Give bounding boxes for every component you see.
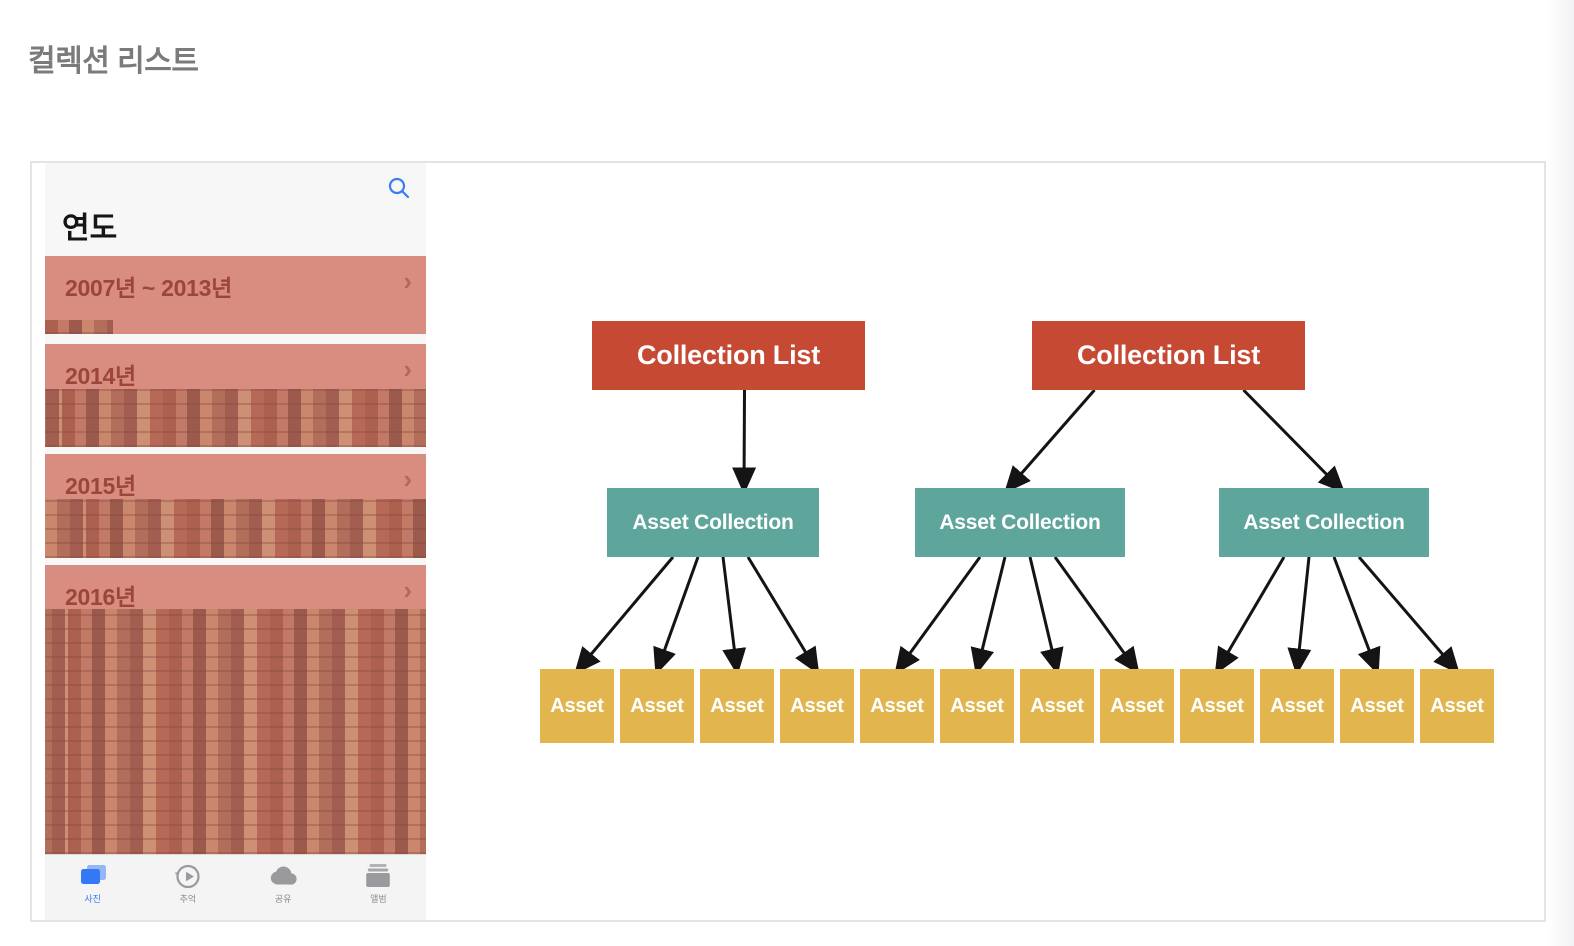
- memories-icon: [174, 862, 202, 890]
- asset-node: Asset: [1260, 669, 1334, 743]
- diagram-arrow: [721, 556, 747, 676]
- collection-list-node: Collection List: [1032, 321, 1305, 390]
- shared-cloud-icon: [266, 862, 300, 890]
- year-row-2016[interactable]: 2016년 ›: [45, 565, 426, 854]
- chevron-right-icon: ›: [403, 575, 412, 605]
- tab-bar: 사진 추억: [45, 854, 426, 920]
- year-row-2015[interactable]: 2015년 ›: [45, 454, 426, 558]
- diagram-arrow: [1214, 556, 1286, 675]
- chevron-right-icon: ›: [403, 354, 412, 384]
- asset-collection-node: Asset Collection: [607, 488, 819, 557]
- albums-icon: [364, 862, 392, 890]
- tab-shared[interactable]: 공유: [236, 855, 331, 920]
- asset-node: Asset: [860, 669, 934, 743]
- tab-photos[interactable]: 사진: [45, 855, 140, 920]
- chevron-right-icon: ›: [403, 266, 412, 296]
- tab-label: 앨범: [370, 894, 387, 904]
- asset-node: Asset: [700, 669, 774, 743]
- phone-screenshot: 연도 2007년 ~ 2013년 › 2014년 › 2015년 › 2016년…: [45, 163, 426, 920]
- tab-label: 추억: [179, 894, 197, 904]
- asset-node: Asset: [1180, 669, 1254, 743]
- tab-albums[interactable]: 앨범: [331, 855, 426, 920]
- diagram-arrow: [1332, 556, 1381, 676]
- diagram-arrow: [894, 556, 982, 675]
- search-icon[interactable]: [386, 175, 412, 201]
- diagram-arrow: [1004, 389, 1096, 494]
- page-title: 컬렉션 리스트: [28, 45, 199, 78]
- content-panel: 연도 2007년 ~ 2013년 › 2014년 › 2015년 › 2016년…: [30, 161, 1546, 922]
- tab-label: 사진: [84, 894, 101, 904]
- asset-collection-node: Asset Collection: [915, 488, 1125, 557]
- collection-list-node: Collection List: [592, 321, 865, 390]
- asset-node: Asset: [1100, 669, 1174, 743]
- photo-mosaic: [45, 389, 426, 447]
- phone-nav-bar: 연도: [45, 163, 426, 256]
- asset-node: Asset: [620, 669, 694, 743]
- tab-memories[interactable]: 추억: [140, 855, 235, 920]
- tab-label: 공유: [274, 894, 292, 904]
- year-row-label: 2016년: [65, 584, 136, 610]
- asset-node: Asset: [1020, 669, 1094, 743]
- photo-mosaic: [45, 499, 426, 558]
- chevron-right-icon: ›: [403, 464, 412, 494]
- photos-icon: [78, 862, 108, 890]
- year-row-2007-2013[interactable]: 2007년 ~ 2013년 ›: [45, 256, 426, 334]
- photo-mosaic: [45, 320, 113, 334]
- diagram-arrow: [574, 556, 675, 675]
- diagram-arrow: [1053, 556, 1140, 675]
- phone-section-title: 연도: [62, 212, 118, 245]
- diagram-arrow: [732, 389, 757, 495]
- diagram-arrow: [1287, 556, 1312, 676]
- asset-node: Asset: [1340, 669, 1414, 743]
- asset-collection-node: Asset Collection: [1219, 488, 1429, 557]
- diagram-arrow: [1357, 556, 1460, 675]
- year-row-label: 2014년: [65, 363, 136, 389]
- diagram-arrow: [653, 556, 700, 676]
- year-row-2014[interactable]: 2014년 ›: [45, 344, 426, 447]
- asset-node: Asset: [540, 669, 614, 743]
- photo-mosaic: [45, 609, 426, 854]
- diagram-arrow: [970, 556, 1007, 676]
- page-right-gutter: [1548, 0, 1574, 946]
- diagram-arrow: [1028, 556, 1064, 676]
- year-row-label: 2007년 ~ 2013년: [65, 275, 232, 301]
- asset-node: Asset: [1420, 669, 1494, 743]
- asset-node: Asset: [780, 669, 854, 743]
- asset-node: Asset: [940, 669, 1014, 743]
- year-row-label: 2015년: [65, 473, 136, 499]
- diagram-arrow: [746, 556, 820, 675]
- diagram-arrow: [1242, 388, 1346, 494]
